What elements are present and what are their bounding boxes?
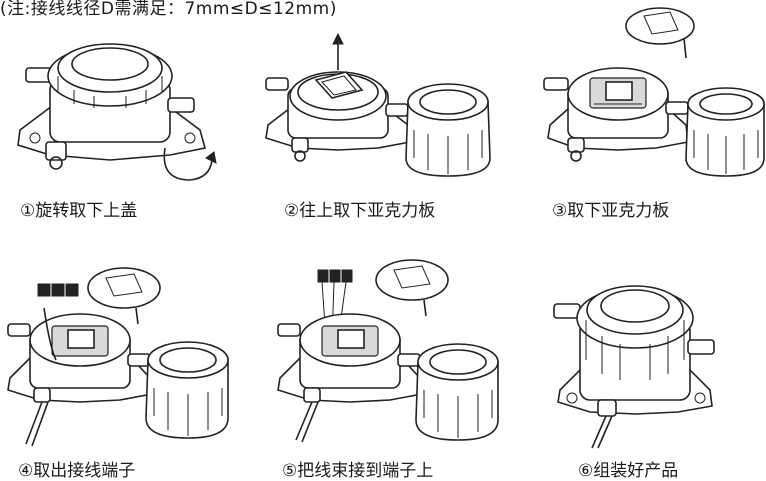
step-3-panel: ③取下亚克力板 [520, 0, 766, 221]
step-3-caption: ③取下亚克力板 [552, 201, 670, 221]
acrylic-plate-removed-illustration [543, 7, 765, 177]
enclosure-with-lid-illustration [17, 43, 217, 181]
enclosure-open-acrylic-illustration [265, 32, 491, 177]
terminal-removed-illustration [7, 267, 229, 447]
step-4-panel: ④取出接线端子 [0, 248, 250, 481]
wire-diameter-note: (注:接线线径D需满足：7mm≤D≤12mm) [0, 0, 337, 19]
step-6-panel: ⑥组装好产品 [540, 240, 766, 481]
step-2-panel: ②往上取下亚克力板 [258, 30, 508, 221]
step-1-panel: ①旋转取下上盖 [0, 30, 250, 221]
step-1-caption: ①旋转取下上盖 [20, 201, 138, 221]
wire-to-terminal-illustration [277, 259, 499, 443]
step-5-caption: ⑤把线束接到端子上 [282, 461, 434, 481]
assembled-product-illustration [553, 285, 715, 449]
step-2-caption: ②往上取下亚克力板 [284, 201, 436, 221]
step-6-caption: ⑥组装好产品 [578, 461, 679, 481]
step-4-caption: ④取出接线端子 [18, 461, 136, 481]
step-5-panel: ⑤把线束接到端子上 [262, 240, 512, 481]
